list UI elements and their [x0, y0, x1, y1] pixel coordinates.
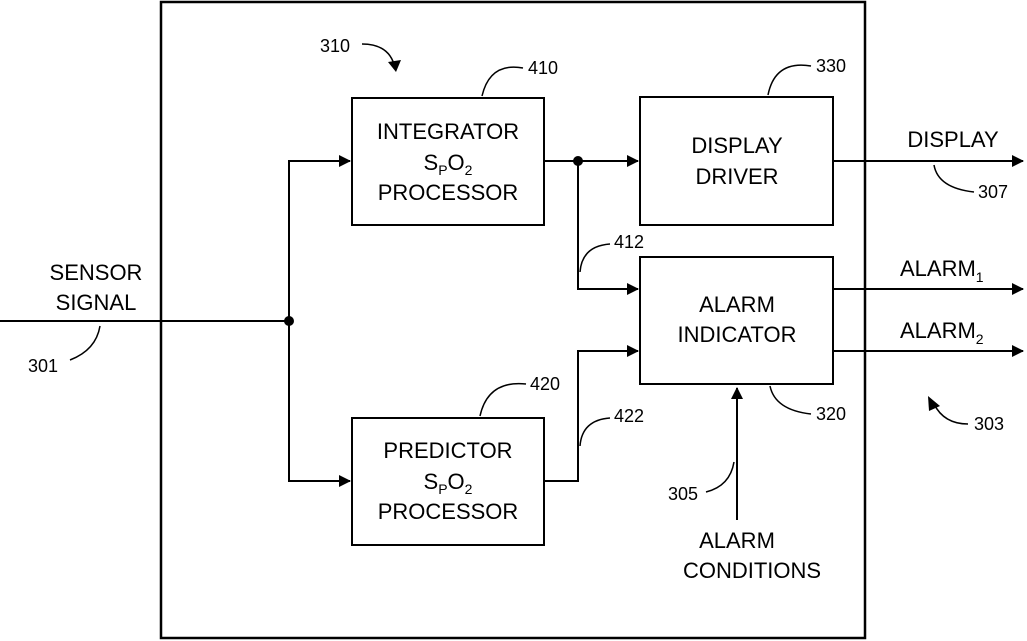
ref-412: 412	[614, 232, 644, 252]
arrow-303-head	[928, 396, 940, 411]
predictor-line3: PROCESSOR	[378, 499, 519, 524]
leader-420	[480, 384, 526, 416]
leader-422	[580, 418, 610, 446]
integrator-line3: PROCESSOR	[378, 180, 519, 205]
alarm-conditions-line1: ALARM	[699, 528, 775, 553]
ref-301: 301	[28, 356, 58, 376]
display-driver-line1: DISPLAY	[691, 133, 783, 158]
arrow-303	[934, 404, 968, 424]
ref-305: 305	[668, 484, 698, 504]
leader-301	[70, 326, 100, 360]
ref-307: 307	[978, 182, 1008, 202]
alarm-indicator-line2: INDICATOR	[678, 322, 797, 347]
sensor-signal-line2: SIGNAL	[56, 290, 137, 315]
wire-412-to-alarm	[578, 161, 638, 289]
leader-305	[706, 462, 734, 492]
leader-412	[580, 244, 610, 272]
alarm-indicator-block	[640, 257, 833, 384]
wire-to-predictor	[289, 321, 350, 481]
alarm2-label: ALARM2	[900, 318, 984, 347]
ref-422: 422	[614, 406, 644, 426]
ref-320: 320	[816, 404, 846, 424]
alarm-conditions-line2: CONDITIONS	[683, 558, 821, 583]
alarm1-label: ALARM1	[900, 256, 984, 285]
alarm-indicator-line1: ALARM	[699, 292, 775, 317]
display-driver-line2: DRIVER	[695, 164, 778, 189]
ref-303: 303	[974, 414, 1004, 434]
integrator-line1: INTEGRATOR	[377, 119, 519, 144]
arrow-310-head	[388, 60, 401, 72]
display-output-label: DISPLAY	[907, 127, 999, 152]
ref-420: 420	[530, 374, 560, 394]
ref-310: 310	[320, 36, 350, 56]
wire-to-integrator	[289, 161, 350, 321]
display-driver-block	[640, 97, 833, 225]
leader-320	[770, 386, 811, 414]
sensor-signal-line1: SENSOR	[50, 260, 143, 285]
predictor-line1: PREDICTOR	[383, 438, 512, 463]
leader-330	[768, 65, 811, 95]
leader-410	[482, 67, 523, 96]
leader-307	[934, 165, 974, 192]
ref-410: 410	[528, 58, 558, 78]
ref-330: 330	[816, 56, 846, 76]
